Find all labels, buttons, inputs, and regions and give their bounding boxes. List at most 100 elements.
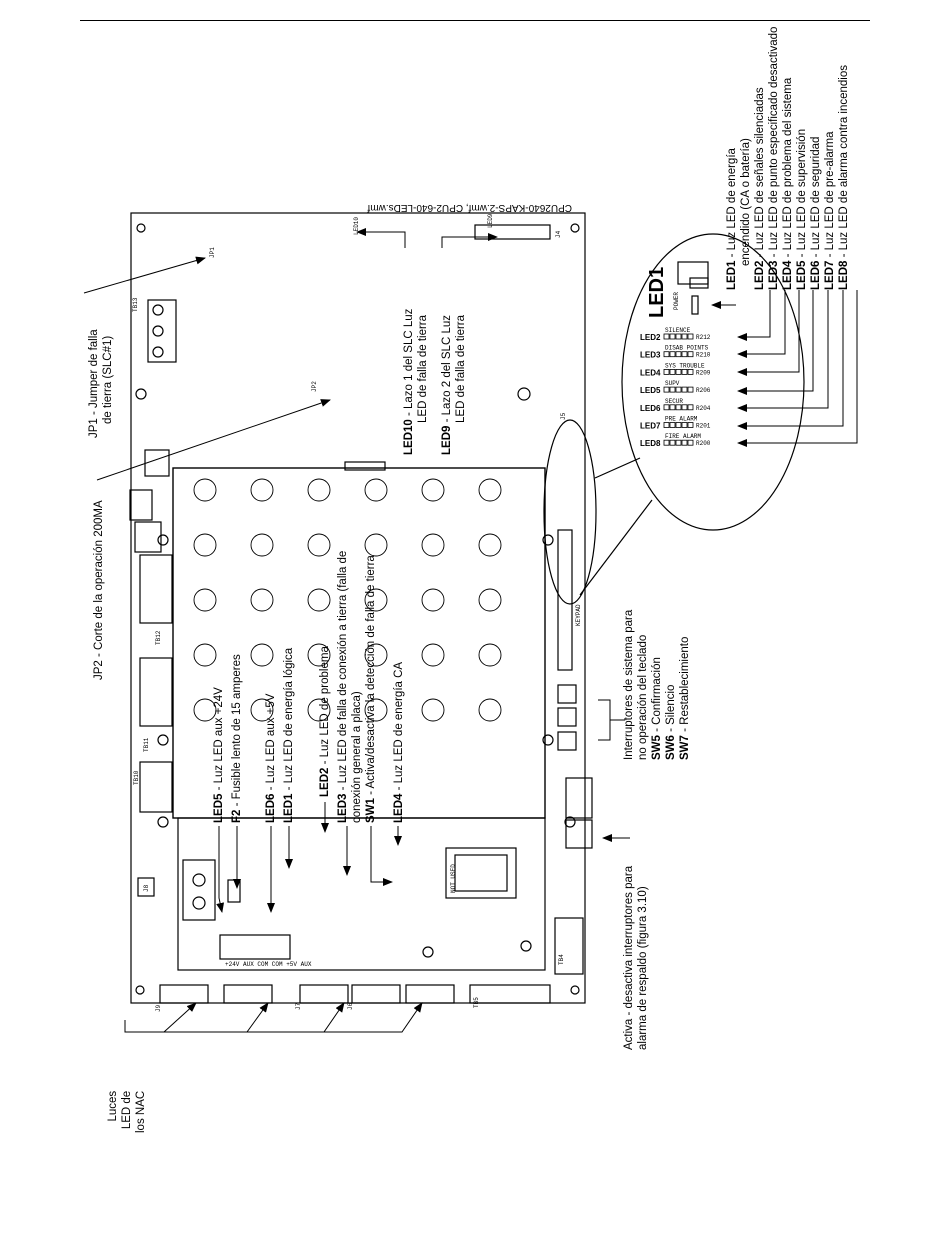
board-label-tb5: TB5 (473, 997, 480, 1008)
shield-hole (421, 533, 445, 557)
shield-perforations (193, 478, 502, 722)
zoom-led-pad (681, 404, 688, 411)
zoom-led-id: LED2 (640, 333, 661, 342)
zoom-led-name: PRE ALARM (665, 416, 698, 423)
shield-hole (193, 588, 217, 612)
shield-hole (421, 478, 445, 502)
board-label-j4: J4 (555, 230, 562, 238)
callout-f2: F2 - Fusible lento de 15 amperes (231, 654, 243, 823)
legend-leaders (711, 290, 858, 447)
legend-item-led5: LED5 - Luz LED de supervisión (796, 128, 808, 290)
zoom-led-pad (663, 422, 670, 428)
board-label-lcd: NOT USED (450, 864, 457, 893)
callout-leaders (83, 228, 630, 1033)
callout-led3-ground: LED3 - Luz LED de falla de conexión a ti… (337, 550, 363, 823)
shield-hole (478, 588, 502, 612)
legend-item-led6: LED6 - Luz LED de seguridad (810, 136, 822, 290)
board-label-tb12: TB12 (155, 630, 162, 645)
board-label-j5: J5 (560, 412, 567, 420)
zoom-led-pad (669, 404, 676, 411)
shield-hole (250, 643, 274, 667)
zoom-led-pad (687, 386, 694, 393)
zoom-led-id: LED7 (640, 422, 661, 431)
board-labels: TB13 TB12 TB11 TB10 TB5 TB4 JP1 JP2 J8 K… (132, 213, 582, 1012)
zoom-resistor-label: R206 (696, 387, 711, 394)
zoom-led-pad (687, 404, 694, 411)
zoom-led-pad (663, 439, 670, 446)
shield-hole (364, 533, 388, 557)
board-label-j6: J6 (347, 1002, 354, 1010)
legend-item-led1: LED1 - Luz LED de energía (726, 148, 738, 290)
zoom-led-pad (687, 422, 694, 428)
callout-led1-logic: LED1 - Luz LED de energía lógica (283, 647, 295, 823)
shield-hole (421, 698, 445, 722)
shield-hole (478, 478, 502, 502)
zoom-led-pad (681, 386, 688, 393)
shield-hole (364, 643, 388, 667)
shield-hole (307, 698, 331, 722)
zoom-led-name: SYS TROUBLE (665, 362, 705, 369)
board-label-jp2: JP2 (311, 381, 318, 392)
legend-item-led8: LED8 - Luz LED de alarma contra incendio… (838, 64, 850, 290)
callout-led5: LED5 - Luz LED aux +24V (213, 687, 225, 823)
zoom-led-name: SECUR (665, 398, 683, 405)
zoom-led-name: FIRE ALARM (665, 433, 701, 440)
zoom-led-name: SILENCE (665, 327, 691, 334)
board-label-j7: J7 (295, 1002, 302, 1010)
shield-hole (478, 643, 502, 667)
zoom-led-pad (675, 422, 682, 428)
shield-hole (250, 588, 274, 612)
board-label-tb11: TB11 (143, 737, 150, 752)
zoom-resistor-label: R209 (696, 369, 711, 376)
legend-item-led3: LED3 - Luz LED de punto especificado des… (768, 26, 780, 290)
board-label-tb13: TB13 (132, 297, 139, 312)
zoom-led-name: SUPV (665, 380, 680, 387)
shield-hole (307, 478, 331, 502)
board-label-keypad: KEYPAD (575, 604, 582, 626)
shield-hole (364, 478, 388, 502)
zoom-resistor-label: R201 (696, 423, 711, 430)
shield-hole (307, 533, 331, 557)
zoom-led-id: LED3 (640, 351, 661, 360)
zoom-power-label: POWER (673, 291, 680, 310)
zoom-led-pad (681, 333, 688, 340)
zoom-led-pad (675, 439, 682, 446)
zoom-led-pad (663, 404, 670, 411)
shield-hole (193, 643, 217, 667)
zoom-resistor-label: R210 (696, 352, 711, 359)
file-caption: CPU2640-KAPS-2.wmf, CPU2-640-LEDs.wmf (367, 202, 572, 213)
led-legend: LED1 - Luz LED de energía encendido (CA … (725, 27, 851, 290)
zoom-led-pad (681, 439, 688, 446)
callout-led6: LED6 - Luz LED aux +5V (265, 693, 277, 823)
legend-item-led1-line2: encendido (CA o batería) (740, 138, 752, 266)
zoom-led-pad (675, 386, 682, 393)
shield-hole (364, 698, 388, 722)
shield-hole (307, 643, 331, 667)
shield-hole (307, 588, 331, 612)
zoom-led-id: LED4 (640, 368, 661, 377)
callout-sw1: SW1 - Activa/desactiva la detección de f… (365, 555, 377, 823)
shield-hole (478, 533, 502, 557)
led-zoom-panel (543, 233, 805, 605)
zoom-led-pad (687, 439, 694, 446)
board-label-j9: J9 (155, 1004, 162, 1012)
zoom-resistor-label: R212 (696, 334, 711, 341)
zoom-led-pad (675, 368, 682, 375)
shield-hole (193, 533, 217, 557)
legend-item-led2: LED2 - Luz LED de señales silenciadas (754, 87, 766, 290)
board-label-tb10: TB10 (133, 770, 140, 785)
shield-hole (421, 588, 445, 612)
callout-led2-problem: LED2 - Luz LED de problema (319, 646, 331, 797)
legend-item-led4: LED4 - Luz LED de problema del sistema (782, 77, 794, 290)
board-label-j8: J8 (143, 884, 150, 892)
zoom-led-pad (675, 351, 682, 358)
zoom-led-pad (669, 351, 676, 358)
zoom-led-pad (687, 351, 694, 358)
zoom-led-id: LED6 (640, 404, 661, 413)
